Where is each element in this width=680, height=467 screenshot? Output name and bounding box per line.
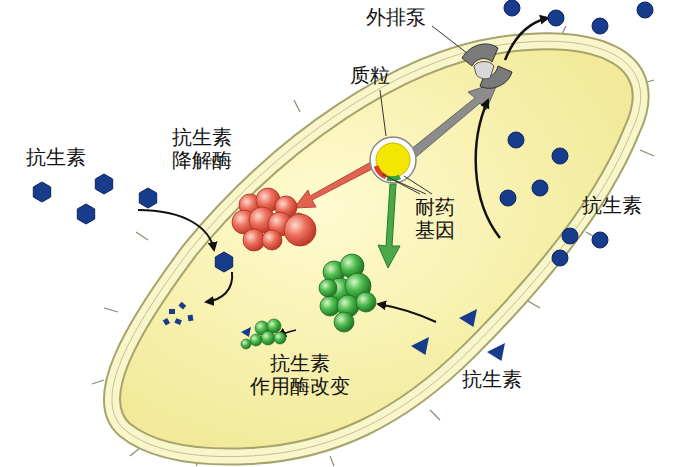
antibiotic-molecule — [508, 132, 524, 148]
degrading-enzyme — [284, 214, 316, 246]
degradation-arrow — [206, 272, 232, 302]
gene-arrow — [294, 162, 374, 208]
illustration-part — [474, 62, 494, 79]
degrading-enzyme — [262, 230, 282, 250]
plasmid-label: 质粒 — [350, 64, 400, 87]
plasmid-dna — [376, 143, 410, 177]
antibiotic-molecule — [504, 0, 520, 16]
illustration-part — [92, 26, 654, 466]
antibiotic-fragment — [188, 315, 194, 322]
leader-line — [404, 176, 432, 194]
cell-membrane — [112, 41, 641, 456]
pilus — [430, 410, 440, 420]
leader-line — [380, 90, 386, 136]
enzyme-label: 抗生素 降解酶 — [166, 126, 238, 172]
plasmid — [370, 137, 416, 183]
antibiotic-fragment — [169, 309, 175, 314]
antibiotic-molecule — [95, 174, 112, 194]
antibiotic-fragment — [178, 302, 186, 310]
antibiotic-molecule — [592, 18, 608, 34]
antibiotic-fragment — [163, 318, 170, 326]
pilus — [104, 308, 118, 312]
gene-label: 耐药 基因 — [412, 196, 458, 242]
target-enzyme — [334, 312, 354, 332]
gene-arrow — [410, 82, 498, 157]
leader-line — [382, 174, 420, 194]
antibiotic-molecule — [552, 250, 568, 266]
cell-membrane-line — [112, 41, 641, 456]
antibiotic-molecule — [548, 10, 564, 26]
gene-arrow — [378, 184, 400, 268]
efflux-pump — [462, 44, 512, 88]
antibiotic-molecule — [459, 309, 477, 327]
pilus — [130, 448, 140, 456]
antibiotic-molecule — [215, 252, 232, 272]
pump-label: 外排泵 — [366, 6, 438, 29]
antibiotic-fragment — [174, 318, 181, 325]
efflux-arrow — [476, 100, 500, 238]
antibiotic-molecule — [241, 327, 251, 337]
target-enzyme — [356, 292, 376, 312]
altered-enzyme — [241, 339, 251, 349]
antibiotic-label: 抗生素 — [462, 368, 536, 391]
antibiotic-molecule — [33, 182, 50, 202]
illustration-part — [33, 0, 653, 361]
altered-enzyme — [274, 332, 286, 344]
entry-arrow — [138, 210, 214, 250]
pilus — [136, 232, 148, 240]
antibiotic-label: 抗生素 — [582, 194, 656, 217]
target-enzyme — [319, 279, 337, 297]
antibiotic-molecule — [532, 180, 548, 196]
antibiotic-molecule — [500, 190, 516, 206]
pilus — [294, 100, 300, 112]
antibiotic-molecule — [77, 204, 94, 224]
entry-arrow — [378, 304, 436, 322]
pilus — [92, 380, 104, 384]
illustration-part — [232, 188, 376, 349]
antibiotic-molecule — [552, 148, 568, 164]
antibiotic-molecule — [637, 2, 653, 18]
pilus — [330, 456, 334, 466]
altered-enzyme — [250, 334, 262, 346]
antibiotic-molecule — [592, 232, 608, 248]
antibiotic-molecule — [562, 228, 578, 244]
cell-wall — [112, 41, 641, 456]
efflux-arrow — [505, 18, 548, 60]
antibiotic-molecule — [411, 337, 429, 355]
antibiotic-label: 抗生素 — [26, 146, 100, 169]
pilus — [640, 150, 654, 156]
antibiotic-molecule — [487, 343, 505, 361]
antibiotic-molecule — [139, 188, 156, 208]
altered-enzyme — [261, 331, 275, 345]
enzyme-change-label: 抗生素 作用酶改变 — [244, 352, 356, 398]
